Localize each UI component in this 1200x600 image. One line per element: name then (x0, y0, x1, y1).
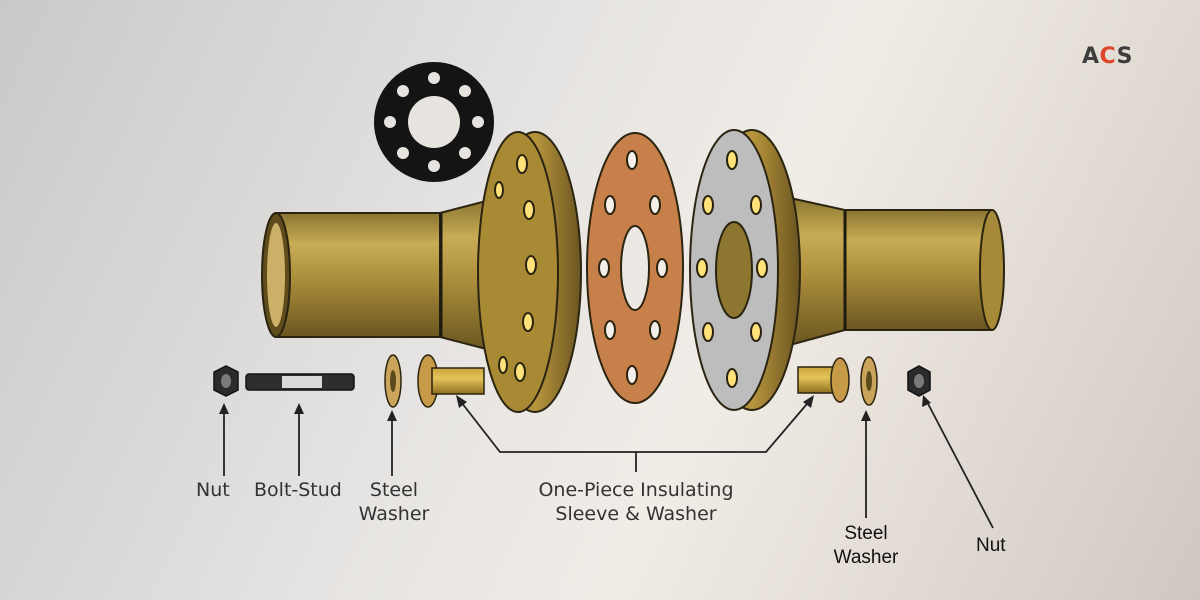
insulating-sleeve-left-part (417, 354, 485, 408)
insulating-sleeve-right-part (797, 357, 850, 403)
nut-left-part (213, 365, 239, 397)
steel-washer-right-part (860, 356, 878, 406)
label-steel-washer-right: Steel Washer (826, 522, 906, 570)
label-insulating-sleeve-line2: Sleeve & Washer (555, 503, 717, 525)
label-steel-washer-left: Steel Washer (354, 478, 434, 526)
label-steel-washer-left-line2: Washer (358, 503, 430, 525)
label-nut-left: Nut (196, 479, 230, 501)
steel-washer-left-part (384, 354, 402, 408)
full-face-gasket (374, 62, 494, 182)
label-insulating-sleeve: One-Piece Insulating Sleeve & Washer (520, 478, 752, 526)
left-pipe-flange (261, 131, 582, 413)
label-steel-washer-right-line1: Steel (844, 523, 888, 544)
label-steel-washer-right-line2: Washer (833, 547, 899, 568)
label-bolt-stud: Bolt-Stud (254, 479, 342, 501)
callout-arrows (219, 395, 994, 529)
nut-right-part (907, 365, 931, 397)
bolt-stud-part (245, 373, 355, 391)
right-pipe-flange (689, 129, 1005, 411)
label-steel-washer-left-line1: Steel (369, 479, 419, 501)
label-insulating-sleeve-line1: One-Piece Insulating (538, 479, 734, 501)
acs-logo: ACS (1082, 44, 1133, 69)
label-nut-right: Nut (976, 535, 1006, 556)
insulating-gasket (586, 132, 684, 404)
